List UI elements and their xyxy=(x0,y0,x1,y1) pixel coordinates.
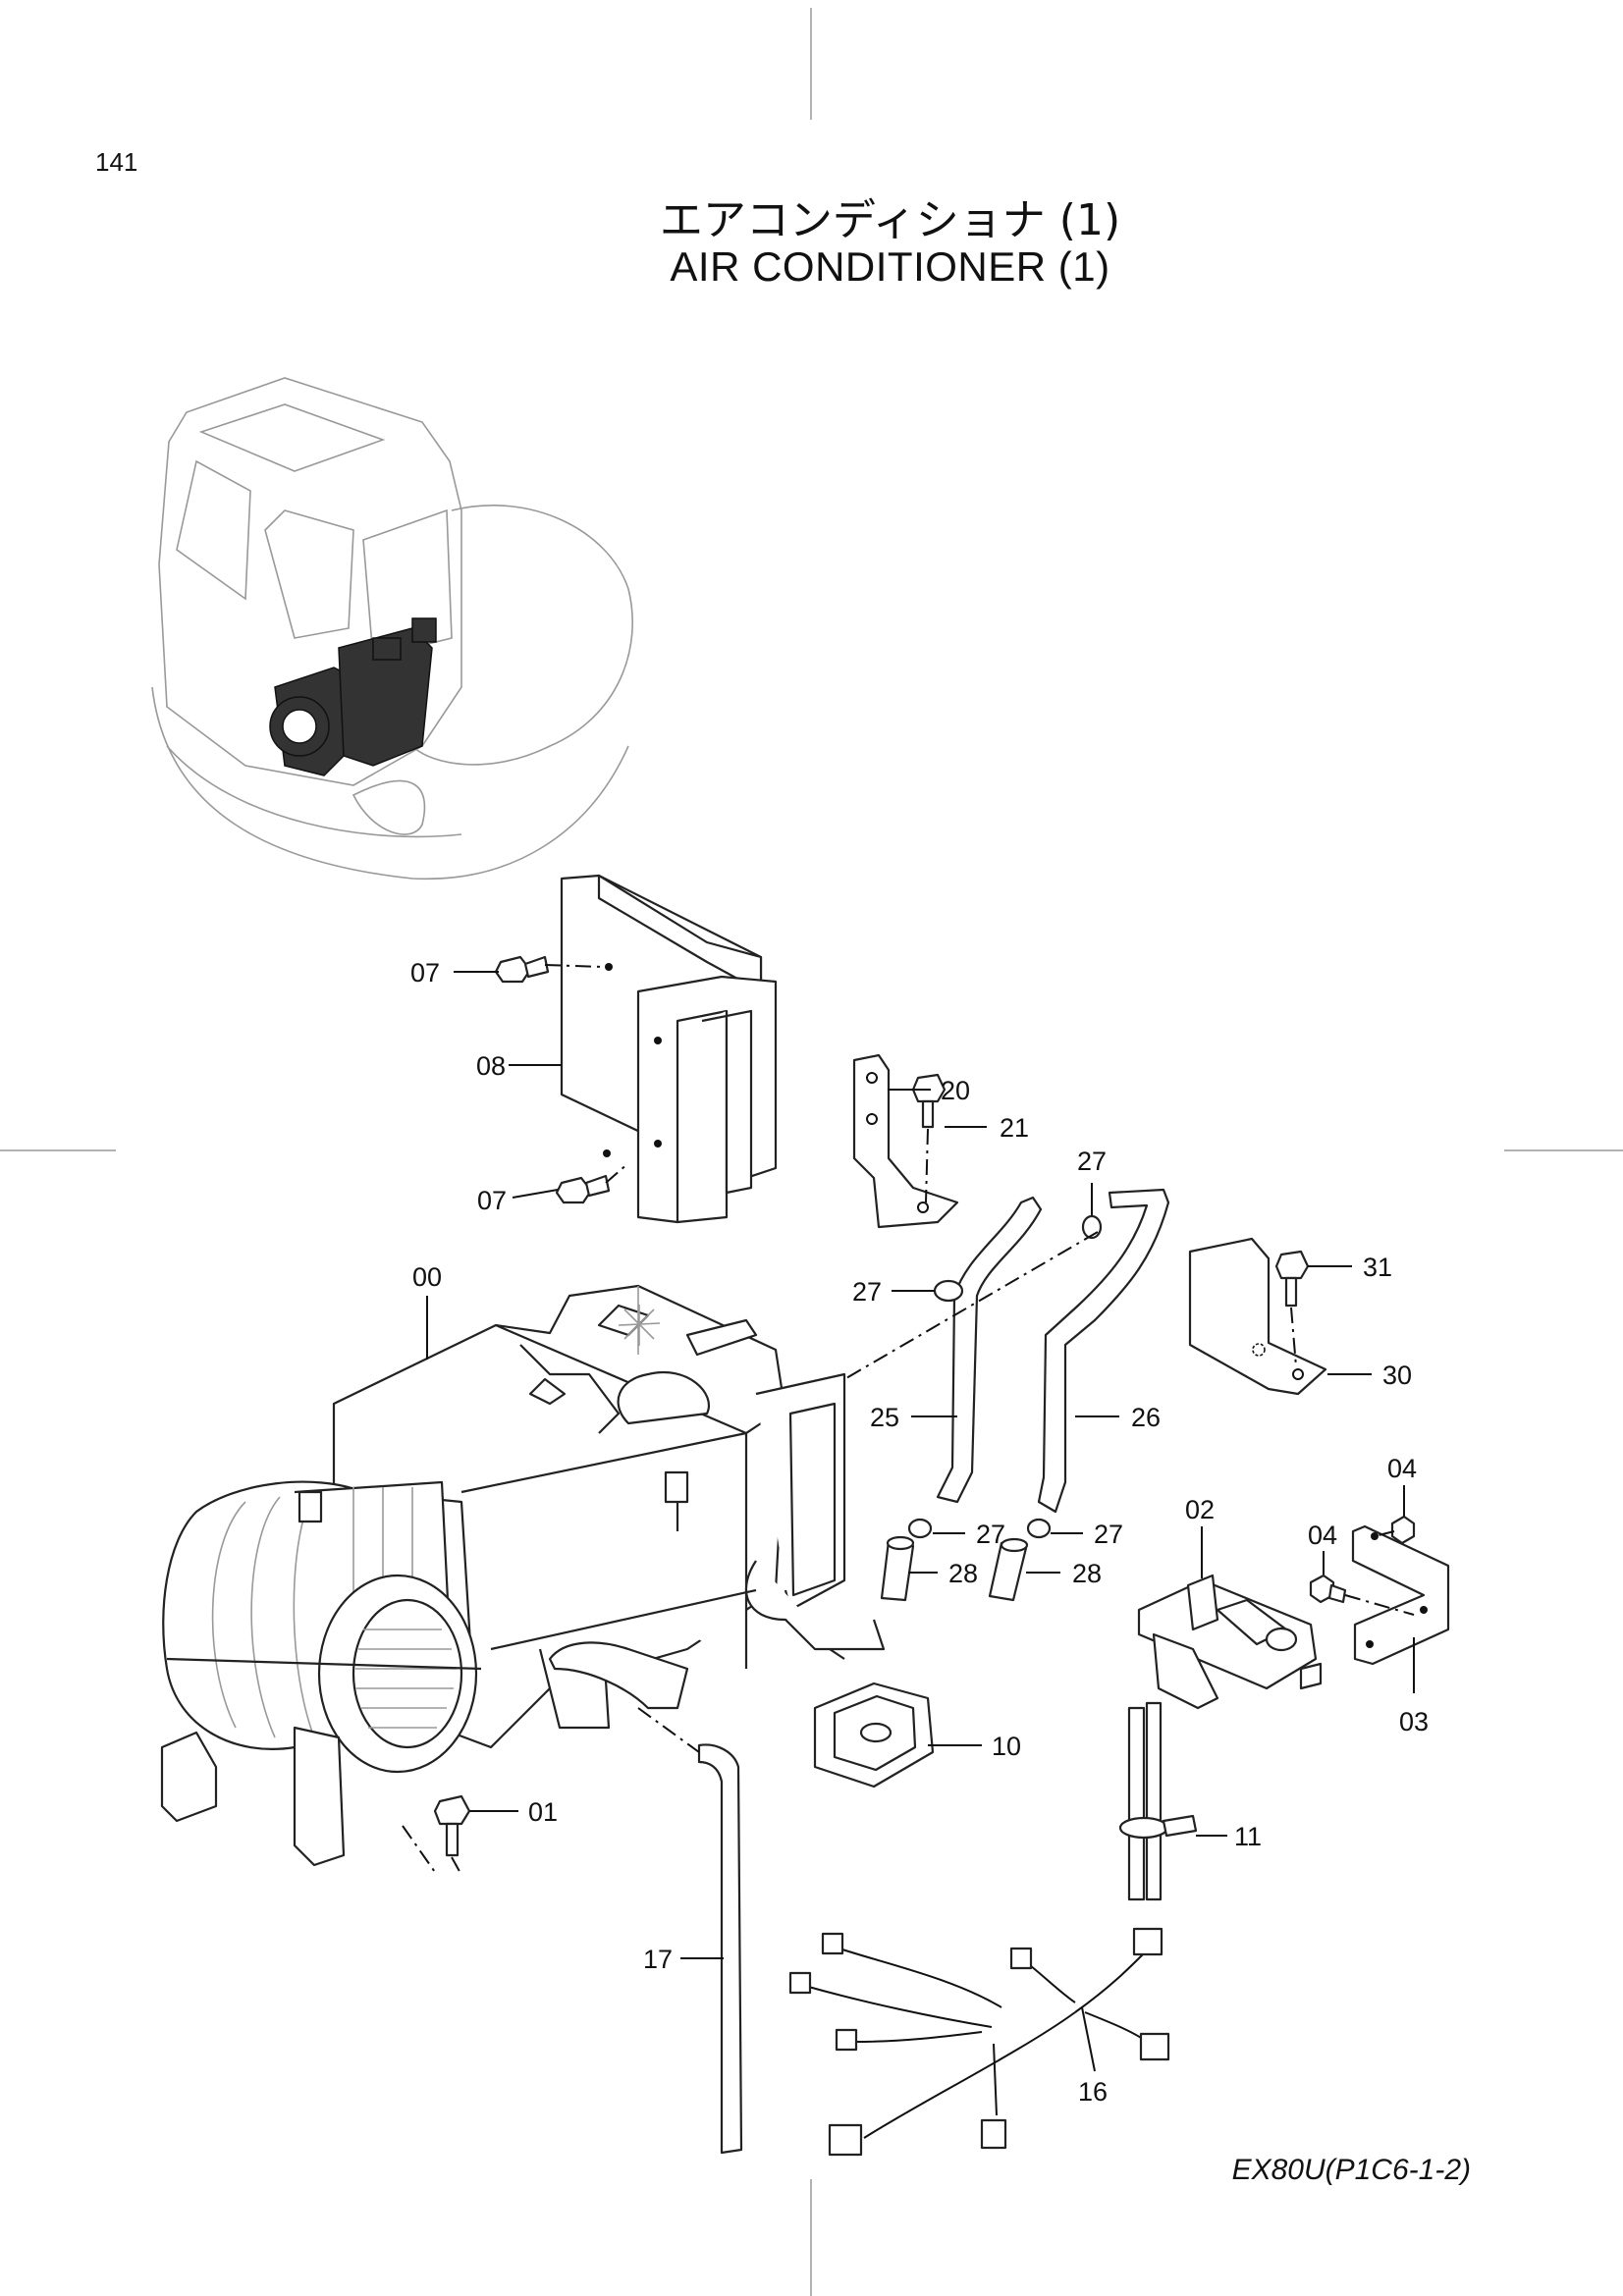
callout-10: 10 xyxy=(992,1732,1021,1761)
part-07-bolt-upper xyxy=(494,955,605,984)
callout-01: 01 xyxy=(528,1797,558,1827)
part-08-cover xyxy=(560,874,778,1224)
harness-connector-3 xyxy=(835,2028,858,2052)
callout-08: 08 xyxy=(476,1051,506,1081)
callout-27-left: 27 xyxy=(852,1277,882,1307)
part-28-fitting-b xyxy=(988,1537,1029,1602)
callout-31: 31 xyxy=(1363,1253,1392,1282)
harness-connector-4 xyxy=(1009,1947,1033,1970)
part-30-plate xyxy=(1188,1237,1327,1396)
callout-02: 02 xyxy=(1185,1495,1215,1524)
part-25-hose xyxy=(936,1196,1043,1504)
part-16-wiring-harness xyxy=(788,1927,1170,2157)
callout-20: 20 xyxy=(941,1076,970,1105)
part-11-cable-tie xyxy=(1118,1701,1198,1901)
part-02-control-panel xyxy=(1137,1574,1323,1710)
part-27-clamp-d xyxy=(1026,1518,1052,1539)
part-17-drain-hose xyxy=(548,1641,743,2155)
part-27-clamp-b xyxy=(933,1279,964,1303)
callout-labels: 07 08 07 20 21 27 00 27 31 30 25 26 04 0… xyxy=(410,958,1429,2107)
excavator-cab-overview xyxy=(151,377,633,881)
part-28-fitting-a xyxy=(880,1535,915,1602)
leader-lines xyxy=(426,971,1415,2072)
callout-07-lower: 07 xyxy=(477,1186,507,1215)
title-japanese: エアコンディショナ (1) xyxy=(659,195,1121,245)
callout-03: 03 xyxy=(1399,1707,1429,1736)
callout-04-lower: 04 xyxy=(1308,1521,1337,1550)
callout-26: 26 xyxy=(1131,1403,1161,1432)
page-number: 141 xyxy=(95,147,138,177)
harness-connector-7 xyxy=(828,2123,863,2157)
part-31-bolt xyxy=(1274,1250,1310,1367)
callout-07-upper: 07 xyxy=(410,958,440,988)
part-04-screw-lower xyxy=(1309,1574,1415,1616)
callout-27-lower-left: 27 xyxy=(976,1520,1005,1549)
callout-17: 17 xyxy=(643,1945,673,1974)
footer-code: EX80U(P1C6-1-2) xyxy=(1231,2154,1471,2186)
part-26-hose xyxy=(1037,1188,1170,1514)
part-01-bolt xyxy=(402,1794,471,1876)
harness-connector-1 xyxy=(821,1932,844,1955)
callout-28-right: 28 xyxy=(1072,1559,1102,1588)
callout-27-lower-right: 27 xyxy=(1094,1520,1123,1549)
part-27-clamp-c xyxy=(907,1518,933,1539)
callout-28-left: 28 xyxy=(948,1559,978,1588)
callout-04-upper: 04 xyxy=(1387,1454,1417,1483)
harness-connector-8 xyxy=(980,2118,1007,2150)
blower-assembly xyxy=(160,1480,482,1867)
part-20-bracket xyxy=(852,1053,959,1229)
callout-27-top: 27 xyxy=(1077,1147,1107,1176)
part-03-bracket xyxy=(1351,1524,1450,1666)
harness-connector-5 xyxy=(1132,1927,1163,1956)
callout-16: 16 xyxy=(1078,2077,1108,2107)
part-07-bolt-lower xyxy=(555,1162,629,1204)
callout-30: 30 xyxy=(1382,1361,1412,1390)
harness-connector-2 xyxy=(788,1971,812,1995)
harness-connector-6 xyxy=(1139,2032,1170,2061)
callout-21: 21 xyxy=(1000,1113,1029,1143)
callout-00: 00 xyxy=(412,1262,442,1292)
part-10-grommet xyxy=(813,1682,935,1789)
callout-25: 25 xyxy=(870,1403,899,1432)
title-english: AIR CONDITIONER (1) xyxy=(670,243,1110,290)
callout-11: 11 xyxy=(1234,1822,1262,1851)
